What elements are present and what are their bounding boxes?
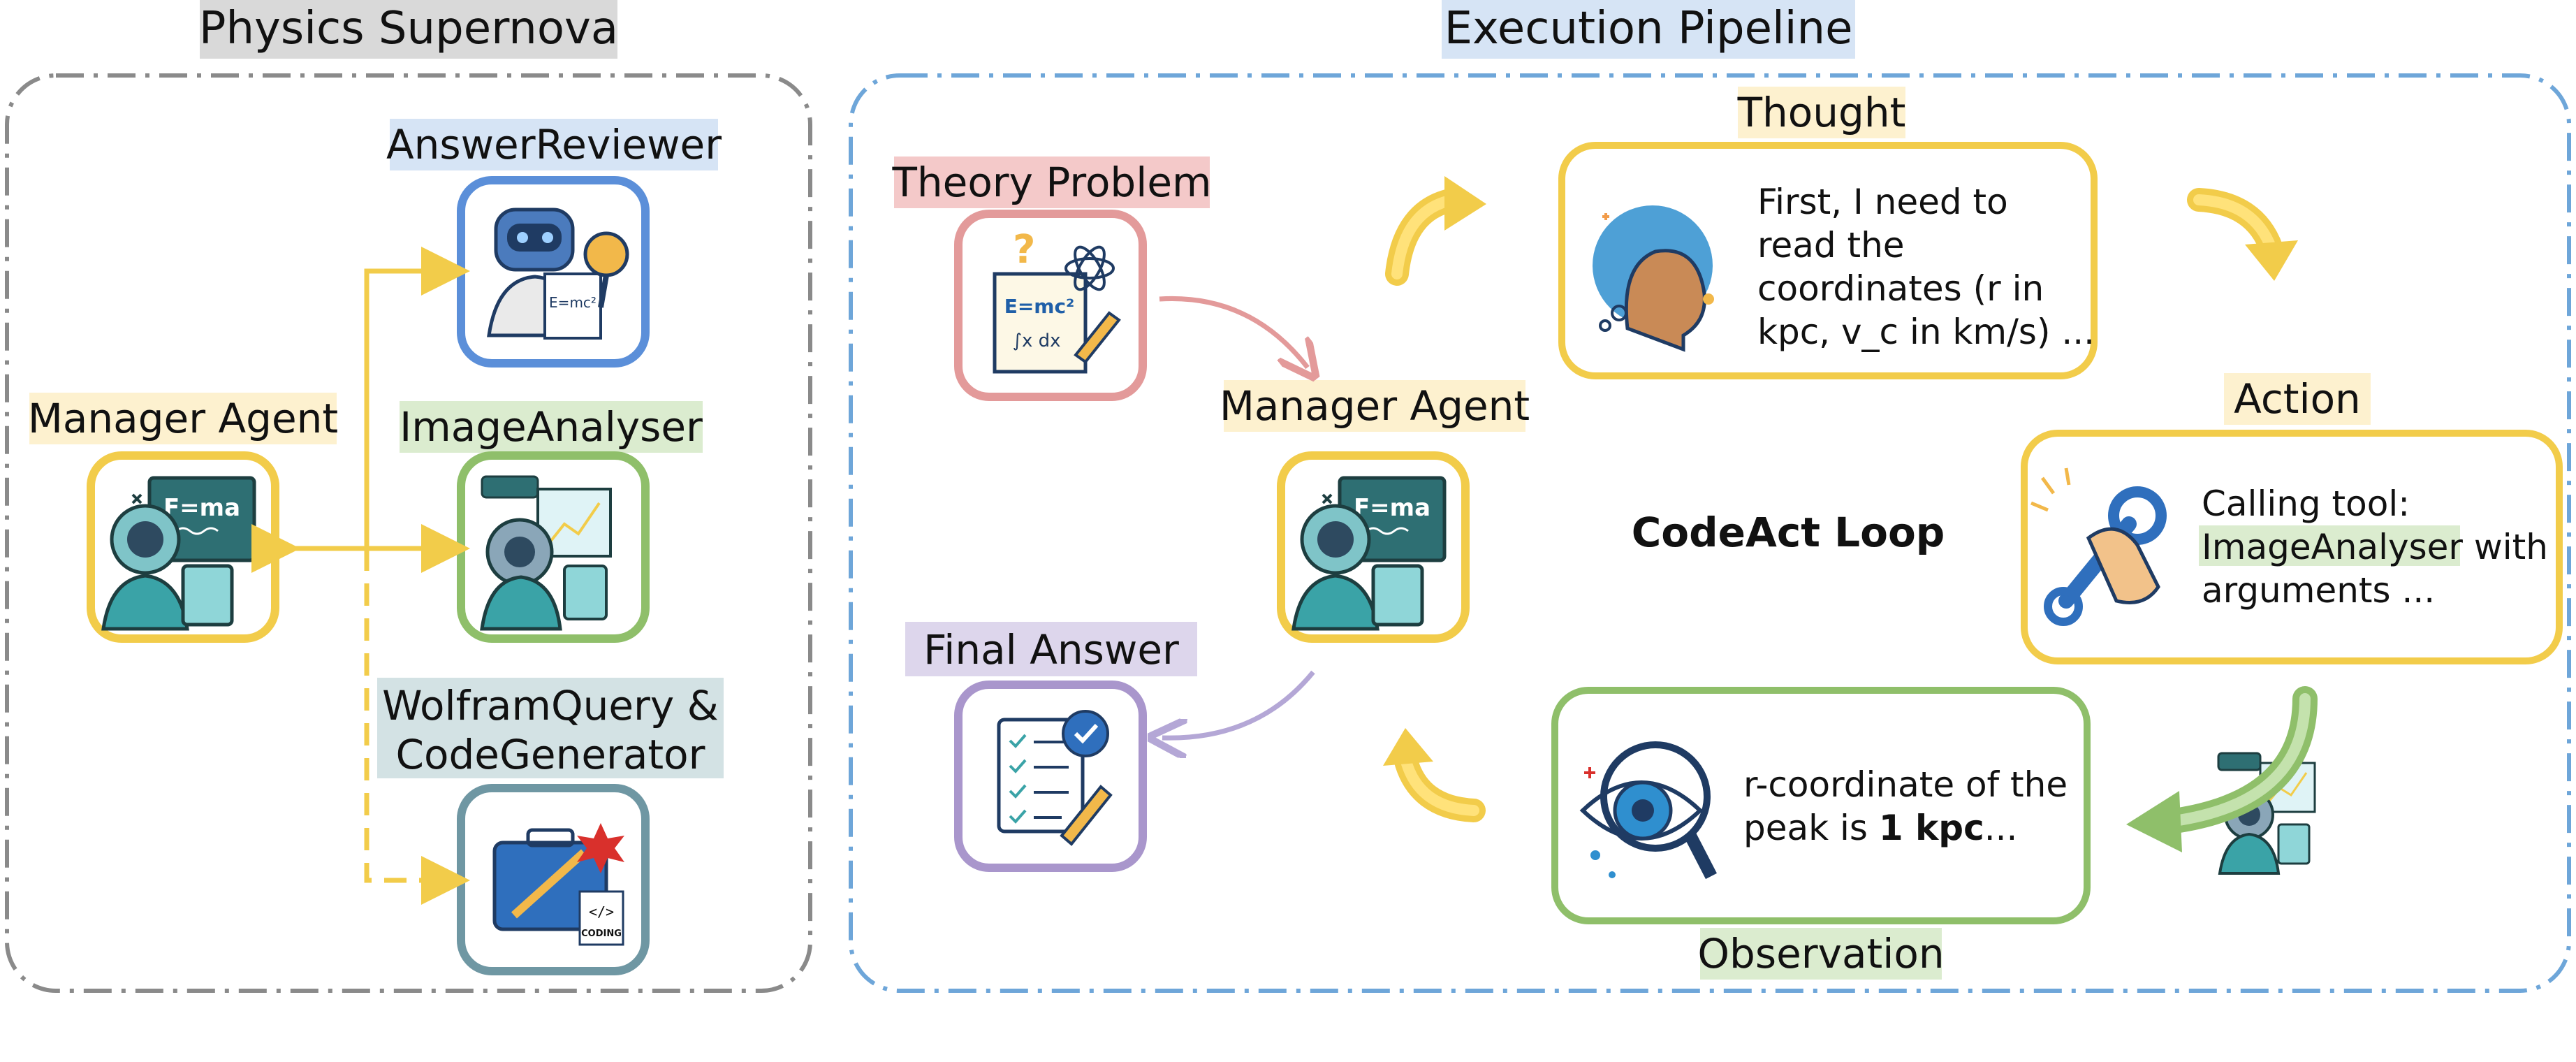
svg-text:F=ma: F=ma [1354, 494, 1430, 522]
checklist-icon [997, 710, 1113, 846]
theory-problem-node: Theory Problem ? E=mc² ∫x dx [891, 157, 1212, 401]
wolfram-label-line2: CodeGenerator [395, 731, 705, 778]
theory-problem-label: Theory Problem [891, 159, 1211, 206]
thought-line-2: read the [1757, 225, 1905, 266]
physics-supernova-panel: Physics Supernova [5, 0, 812, 993]
loop-arrow-to-thought [1385, 176, 1486, 286]
answer-reviewer-tool: AnswerReviewer E=mc² [386, 119, 722, 368]
loop-arrow-to-action [2187, 188, 2298, 281]
theory-notebook-icon: ? E=mc² ∫x dx [993, 227, 1121, 374]
left-manager-label: Manager Agent [28, 395, 338, 442]
action-line-1: Calling tool: [2202, 483, 2410, 524]
teacher-agent-icon: F=ma [101, 476, 256, 631]
wolfram-code-tool: WolframQuery & CodeGenerator </> CODING [377, 678, 724, 975]
svg-text:∫x dx: ∫x dx [1012, 330, 1060, 351]
center-manager-agent: Manager Agent F=ma [1220, 380, 1530, 643]
loop-arrow-to-observation [2126, 686, 2318, 852]
observation-line-2-prefix: peak is [1743, 808, 1879, 848]
right-panel-title: Execution Pipeline [1444, 3, 1853, 54]
thought-line-4: kpc, v_c in km/s) ... [1757, 312, 2095, 352]
left-connectors [251, 247, 470, 905]
left-manager-agent: Manager Agent F=ma [28, 393, 338, 643]
pipeline-arrows [1159, 176, 2318, 852]
svg-text:</>: </> [589, 903, 614, 920]
center-manager-label: Manager Agent [1220, 382, 1530, 430]
observation-label: Observation [1697, 930, 1944, 977]
action-label: Action [2234, 375, 2361, 423]
observation-node: Observation r-coordinate of the peak is … [1551, 687, 2091, 980]
action-tool-name: ImageAnalyser [2202, 527, 2463, 567]
final-answer-label: Final Answer [923, 626, 1179, 674]
robot-analyser-icon [480, 475, 612, 631]
observation-line-1: r-coordinate of the [1743, 764, 2068, 805]
thought-node: Thought First, I need to read the coordi… [1558, 87, 2098, 379]
thought-line-1: First, I need to [1757, 182, 2008, 222]
robot-reviewer-icon: E=mc² [487, 208, 629, 340]
toolbox-icon: </> CODING [492, 823, 624, 946]
action-node: Action Calling tool: ImageAnalyser with … [2021, 373, 2563, 664]
svg-text:E=mc²: E=mc² [549, 294, 597, 311]
wolfram-label-line1: WolframQuery & [382, 682, 719, 729]
execution-pipeline-panel: Execution Pipeline [849, 0, 2571, 993]
eye-magnifier-icon [1579, 741, 1717, 880]
observation-value: 1 kpc [1879, 808, 1984, 848]
loop-arrow-to-manager [1383, 728, 1486, 822]
wrench-hand-icon [2030, 467, 2167, 626]
svg-text:CODING: CODING [581, 929, 622, 939]
svg-text:?: ? [1013, 227, 1035, 272]
observation-line-2-suffix: ... [1984, 808, 2018, 848]
thought-line-3: coordinates (r in [1757, 268, 2044, 309]
action-line-2: ImageAnalyser with [2202, 527, 2548, 567]
svg-text:E=mc²: E=mc² [1004, 295, 1075, 318]
answer-reviewer-label: AnswerReviewer [386, 121, 722, 168]
thinking-head-icon [1593, 205, 1714, 352]
action-line-2-suffix: with [2463, 527, 2548, 567]
teacher-agent-icon: F=ma [1291, 476, 1447, 631]
svg-text:F=ma: F=ma [163, 494, 240, 522]
observation-line-2: peak is 1 kpc... [1743, 808, 2017, 848]
codeact-loop-label: CodeAct Loop [1632, 509, 1945, 556]
final-answer-node: Final Answer [905, 622, 1197, 872]
action-line-3: arguments ... [2202, 570, 2435, 611]
image-analyser-label: ImageAnalyser [400, 403, 703, 451]
left-title-bg [200, 0, 617, 59]
image-analyser-tool: ImageAnalyser [400, 401, 703, 643]
left-panel-title: Physics Supernova [199, 3, 618, 54]
thought-label: Thought [1737, 89, 1906, 136]
